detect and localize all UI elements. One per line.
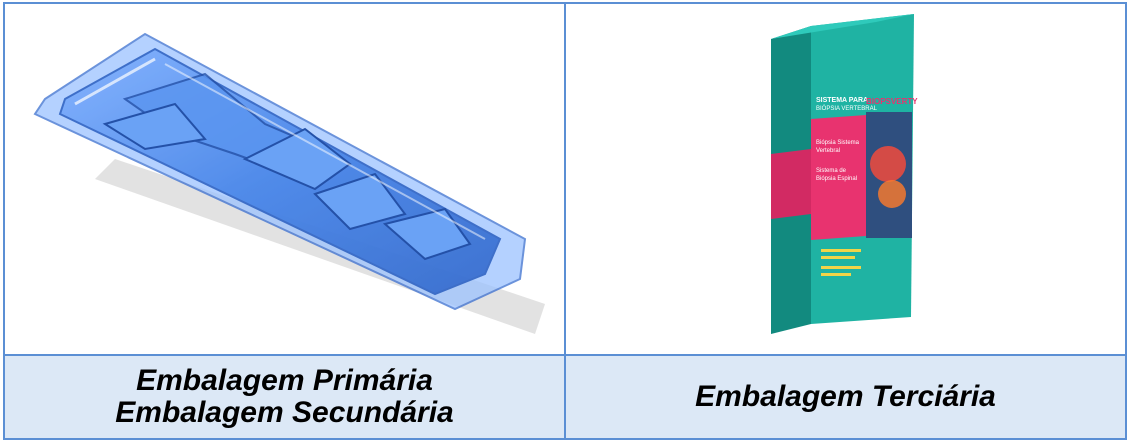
- box-pink-line4: Biópsia Espinal: [816, 176, 857, 182]
- box-pink-line2: Vertebral: [816, 148, 840, 154]
- product-box-image: SISTEMA PARA BIÓPSIA VERTEBRAL BIOPSVERT…: [771, 14, 918, 334]
- box-brand: BIOPSVERTY: [866, 97, 918, 106]
- box-pink-line1: Biópsia Sistema: [816, 140, 860, 146]
- box-pink-line3: Sistema de: [816, 168, 847, 174]
- primary-packaging-image-cell: [3, 2, 566, 356]
- box-title-line1: SISTEMA PARA: [816, 97, 868, 104]
- caption-secondary: Embalagem Secundária: [115, 396, 454, 429]
- tertiary-packaging-caption-cell: Embalagem Terciária: [564, 354, 1127, 440]
- blister-tray-image: [33, 32, 545, 334]
- caption-primary: Embalagem Primária: [136, 364, 433, 397]
- primary-packaging-caption-cell: Embalagem Primária Embalagem Secundária: [3, 354, 566, 440]
- box-title-line2: BIÓPSIA VERTEBRAL: [816, 105, 878, 112]
- caption-tertiary: Embalagem Terciária: [695, 380, 996, 413]
- tertiary-packaging-image-cell: SISTEMA PARA BIÓPSIA VERTEBRAL BIOPSVERT…: [564, 2, 1127, 356]
- packaging-table: SISTEMA PARA BIÓPSIA VERTEBRAL BIOPSVERT…: [3, 2, 1127, 440]
